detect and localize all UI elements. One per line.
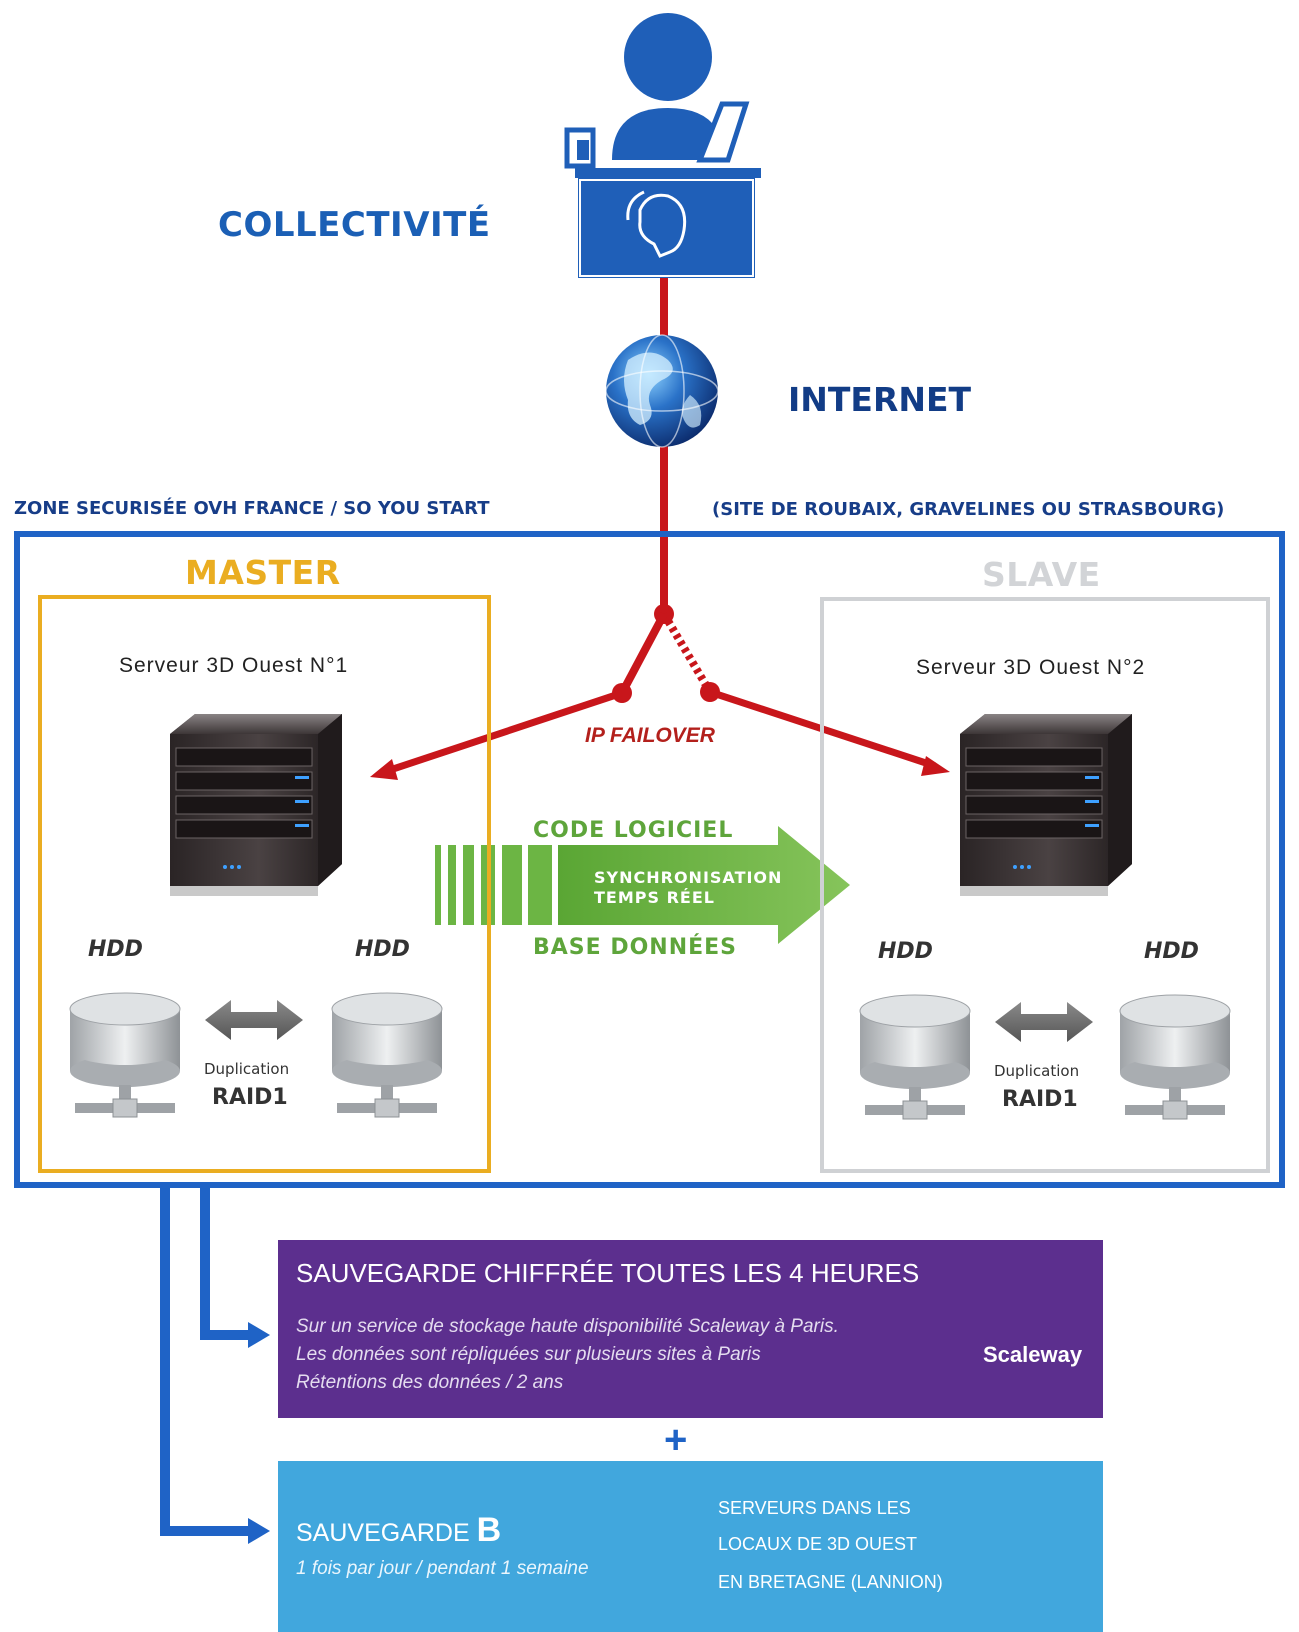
secure-zone-frame: [14, 531, 1285, 1188]
backup-b-title: SAUVEGARDE B: [296, 1511, 501, 1550]
sync-code-label: CODE LOGICIEL: [533, 818, 734, 843]
sync-base-label: BASE DONNÉES: [533, 935, 738, 960]
ip-failover-label: IP FAILOVER: [585, 724, 715, 747]
sync-line-1: SYNCHRONISATION: [594, 868, 783, 887]
sync-line-2: TEMPS RÉEL: [594, 888, 715, 907]
scaleway-backup-line-1: Sur un service de stockage haute disponi…: [296, 1316, 839, 1337]
backup-b-right-line-2: LOCAUX DE 3D OUEST: [718, 1534, 918, 1554]
master-frame: [38, 595, 491, 1173]
slave-hdd-right-label: HDD: [1144, 939, 1199, 964]
double-arrow-icon: [995, 1002, 1093, 1042]
plus-sign: +: [664, 1418, 688, 1462]
backup-b-title-letter: B: [476, 1511, 502, 1549]
scaleway-backup-line-2: Les données sont répliquées sur plusieur…: [296, 1344, 761, 1365]
slave-server-name: Serveur 3D Ouest N°2: [916, 656, 1146, 679]
slave-frame: [820, 597, 1270, 1173]
double-arrow-icon: [205, 1000, 303, 1040]
backup-b-right-line-3: EN BRETAGNE (LANNION): [718, 1572, 943, 1592]
person-at-desk-icon: [564, 13, 761, 278]
hdd-stack-icon: [1119, 994, 1231, 1120]
slave-hdd-left-label: HDD: [878, 939, 933, 964]
slave-raid-label: RAID1: [1002, 1087, 1078, 1112]
scaleway-backup-panel: [278, 1240, 1103, 1418]
backup-connectors: [160, 1188, 270, 1544]
zone-title: ZONE SECURISÉE OVH FRANCE / SO YOU START: [14, 498, 490, 519]
slave-label: SLAVE: [982, 555, 1101, 594]
backup-b-subtitle: 1 fois par jour / pendant 1 semaine: [296, 1558, 589, 1579]
hdd-stack-icon: [69, 992, 181, 1118]
zone-site: (SITE DE ROUBAIX, GRAVELINES OU STRASBOU…: [712, 499, 1225, 520]
globe-icon: [605, 334, 719, 448]
scaleway-backup-line-3: Rétentions des données / 2 ans: [296, 1372, 564, 1393]
server-tower-icon: [960, 714, 1132, 896]
server-tower-icon: [170, 714, 342, 896]
internet-label: INTERNET: [788, 380, 972, 419]
sync-arrow-icon: [435, 826, 850, 944]
scaleway-backup-title: SAUVEGARDE CHIFFRÉE TOUTES LES 4 HEURES: [296, 1258, 920, 1288]
master-hdd-right-label: HDD: [355, 937, 410, 962]
backup-b-title-word: SAUVEGARDE: [296, 1519, 470, 1547]
hdd-stack-icon: [859, 994, 971, 1120]
master-raid-label: RAID1: [212, 1085, 288, 1110]
hdd-stack-icon: [331, 992, 443, 1118]
collectivite-label: COLLECTIVITÉ: [218, 205, 491, 245]
backup-b-right-line-1: SERVEURS DANS LES: [718, 1498, 911, 1518]
master-hdd-left-label: HDD: [88, 937, 143, 962]
backup-b-panel: [278, 1461, 1103, 1632]
slave-duplication-label: Duplication: [994, 1062, 1080, 1080]
scaleway-logo-text: Scaleway: [983, 1342, 1083, 1367]
master-server-name: Serveur 3D Ouest N°1: [119, 654, 349, 677]
master-label: MASTER: [185, 553, 341, 592]
master-duplication-label: Duplication: [204, 1060, 290, 1078]
